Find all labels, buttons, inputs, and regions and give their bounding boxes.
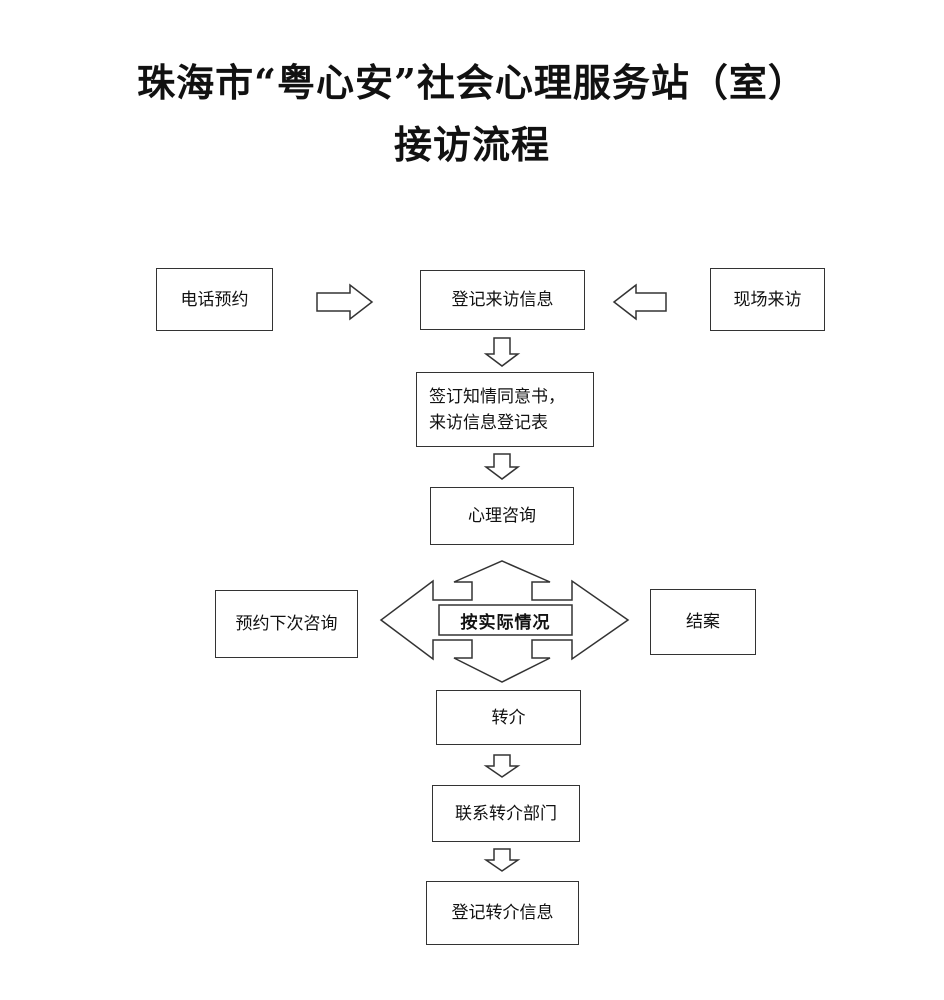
node-next-appointment: 预约下次咨询 <box>215 590 358 658</box>
arrow-down-consent-to-counseling <box>483 453 521 480</box>
decision-label-box <box>438 604 573 636</box>
node-counseling-label: 心理咨询 <box>468 506 536 526</box>
page-title-line-1: 珠海市“粤心安”社会心理服务站（室） <box>137 60 807 105</box>
arrow-right-phone-to-register <box>316 283 374 321</box>
node-referral-label: 转介 <box>491 707 526 728</box>
node-contact-referral-dept-label: 联系转介部门 <box>455 803 557 824</box>
node-next-appointment-label: 预约下次咨询 <box>235 614 338 634</box>
node-close-case: 结案 <box>650 589 756 655</box>
node-consent-line-2: 来访信息登记表 <box>429 412 548 433</box>
page-title-line-2: 接访流程 <box>393 122 550 167</box>
node-register-visit-label: 登记来访信息 <box>451 290 554 310</box>
node-referral: 转介 <box>436 690 581 745</box>
node-walk-in-label: 现场来访 <box>733 289 802 310</box>
node-consent-form: 签订知情同意书， 来访信息登记表 <box>416 372 594 447</box>
arrow-down-referral-to-contact <box>483 754 521 778</box>
node-register-visit: 登记来访信息 <box>420 270 585 330</box>
arrow-left-walkin-to-register <box>612 283 667 321</box>
node-counseling: 心理咨询 <box>430 487 574 545</box>
node-phone-booking-label: 电话预约 <box>180 289 249 310</box>
arrow-down-register-to-consent <box>483 337 521 367</box>
node-consent-line-1: 签订知情同意书， <box>429 386 565 407</box>
node-register-referral: 登记转介信息 <box>426 881 579 945</box>
arrow-down-contact-to-register-referral <box>483 848 521 872</box>
node-phone-booking: 电话预约 <box>156 268 273 331</box>
node-walk-in: 现场来访 <box>710 268 825 331</box>
decision-label: 按实际情况 <box>460 612 551 633</box>
node-contact-referral-dept: 联系转介部门 <box>432 785 580 842</box>
node-close-case-label: 结案 <box>686 612 720 632</box>
node-register-referral-label: 登记转介信息 <box>451 903 554 923</box>
